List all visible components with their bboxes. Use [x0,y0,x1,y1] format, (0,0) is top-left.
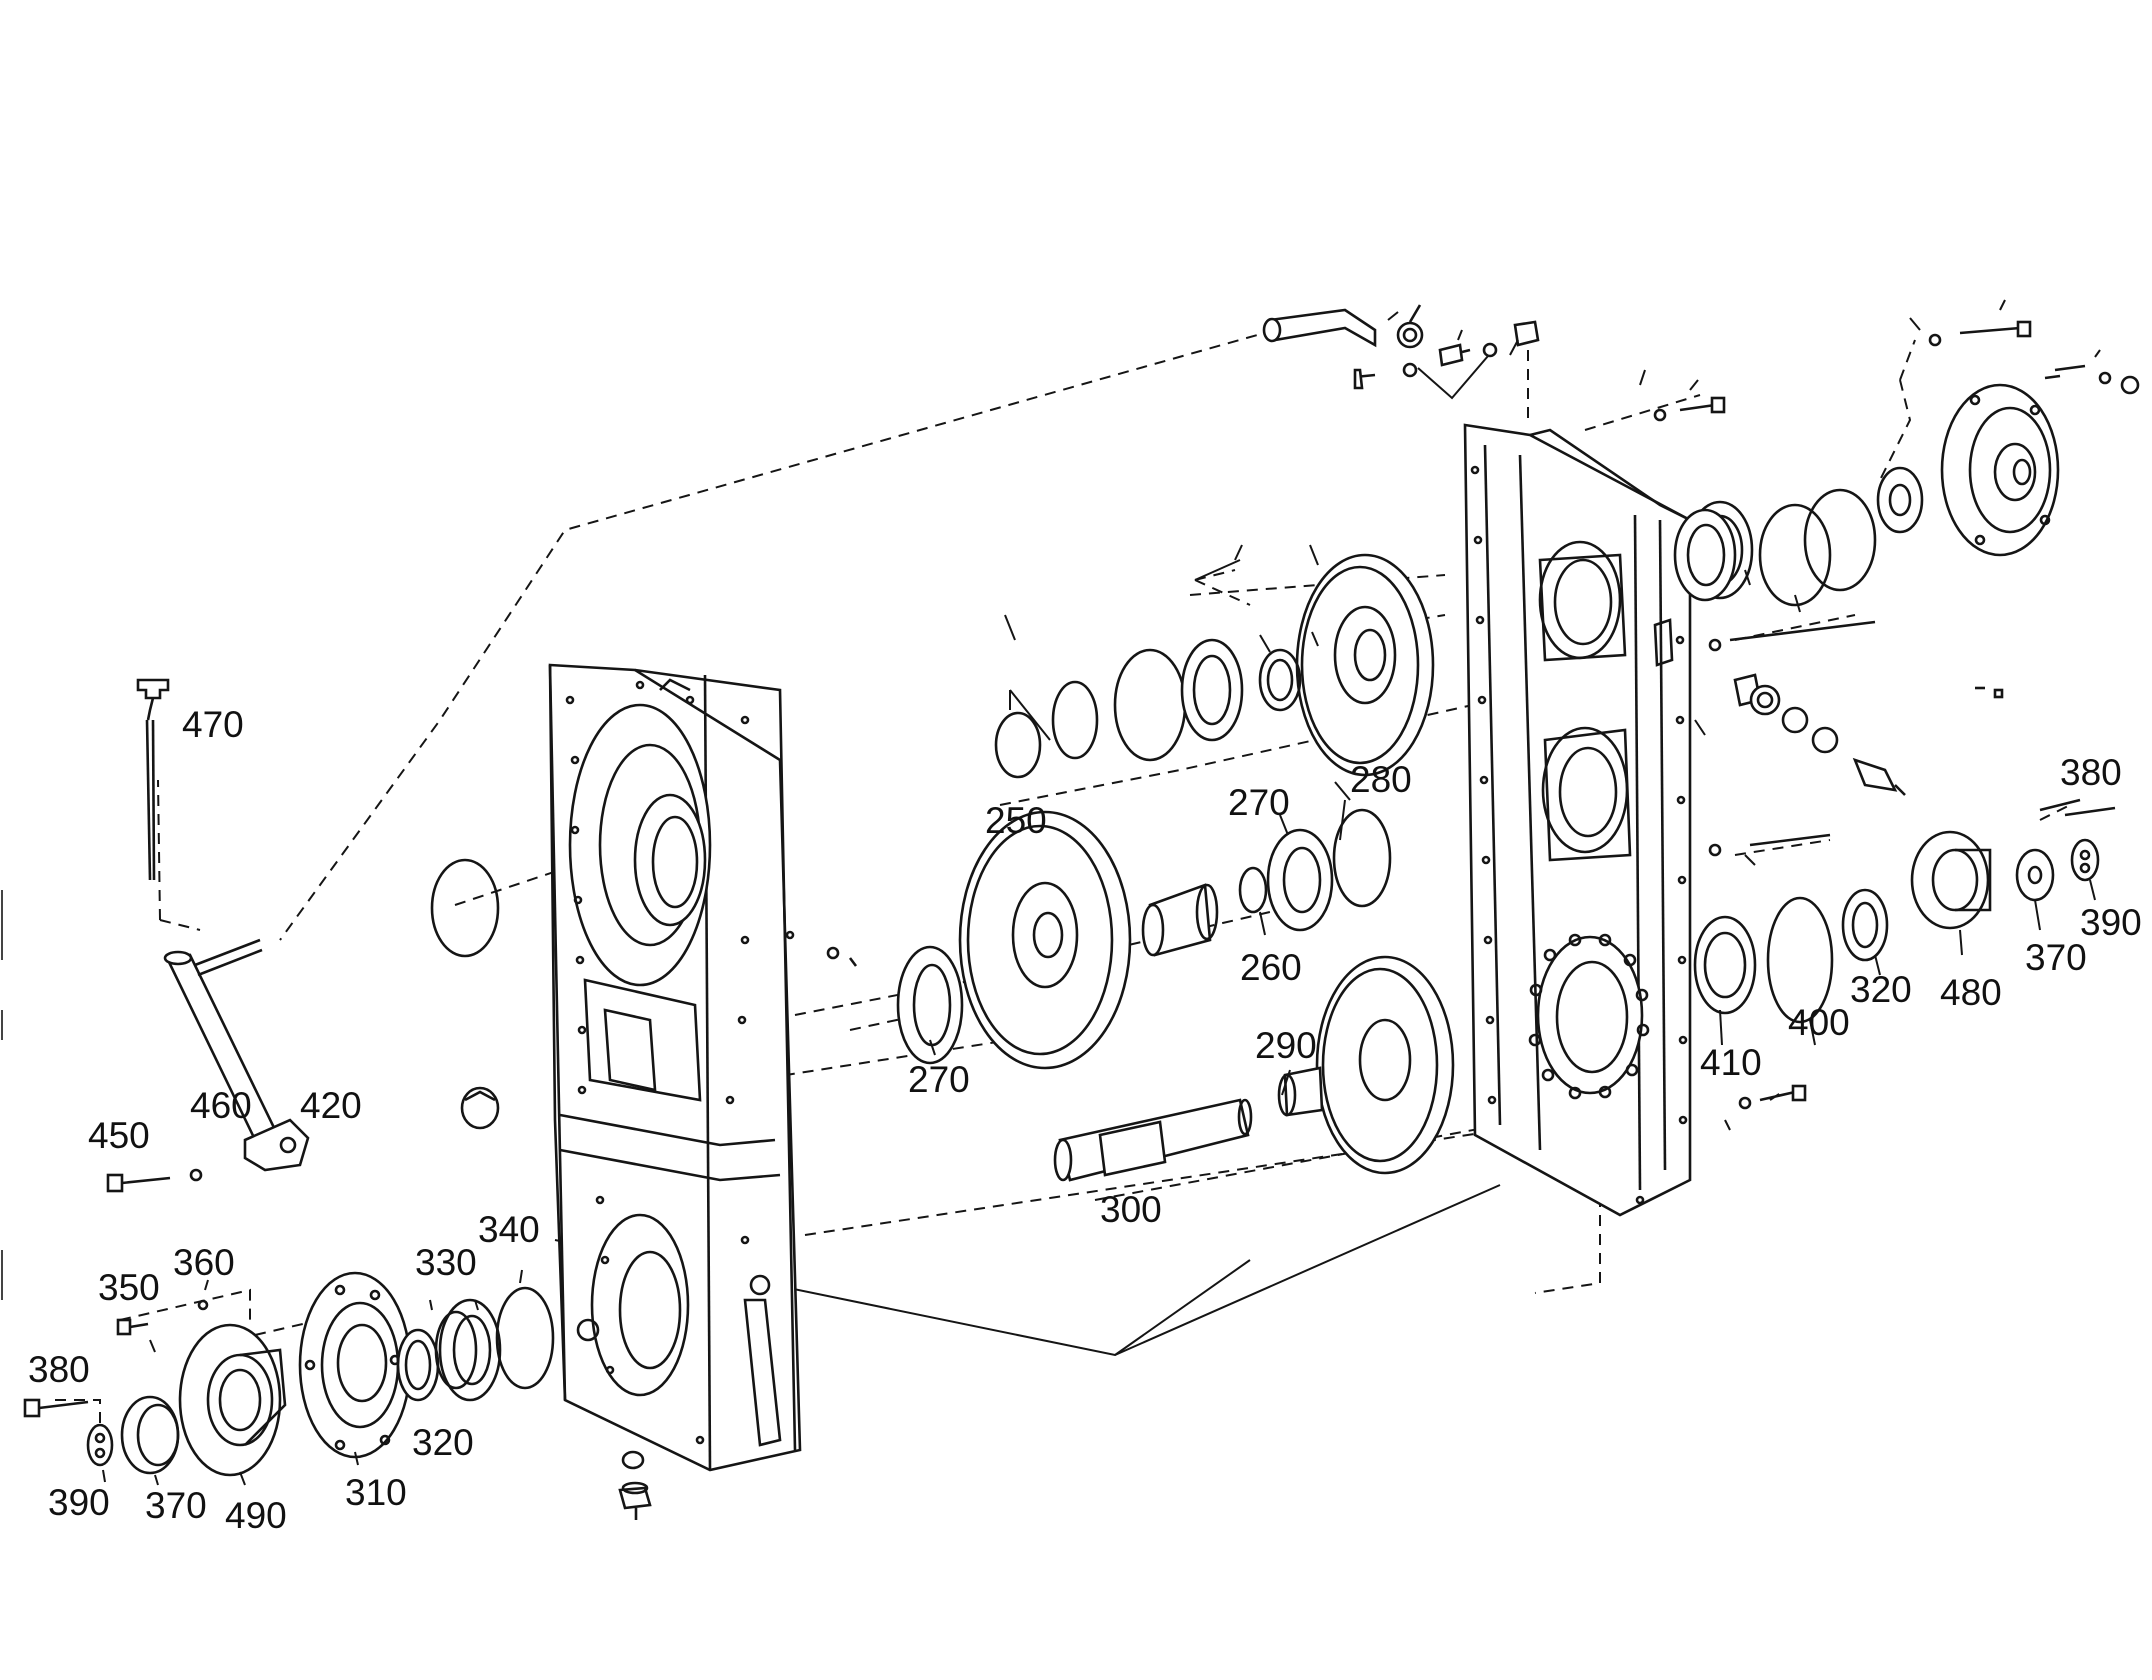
label-250: 250 [985,800,1047,841]
label-470: 470 [182,704,244,745]
part-labels: 470 420 460 450 350 360 380 390 370 490 … [28,704,2142,1536]
right-gear-frame [1463,423,1692,1217]
label-380-left: 380 [28,1349,90,1390]
label-310: 310 [345,1472,407,1513]
bolt-350 [116,1299,209,1336]
circlip-340 [495,1286,555,1390]
dipstick-470 [136,678,170,881]
spacer-sleeve [1141,883,1219,957]
drain-plug [618,1450,652,1520]
label-390-right: 390 [2080,902,2142,943]
bolt-380-left [23,1398,89,1418]
sensor-and-plug-group [1733,673,2004,796]
plug-cap [460,1086,500,1130]
bolt-380-right [2064,806,2116,817]
left-gear-housing [548,663,802,1472]
label-270-lower: 270 [908,1059,970,1100]
right-upper-bearing-group [1673,383,2060,607]
bearing-330 [434,1298,502,1402]
small-bolt-washer-mid [785,930,858,967]
label-380-right: 380 [2060,752,2122,793]
label-410: 410 [1700,1042,1762,1083]
oil-o-ring [430,858,500,958]
lock-plate-390-left [86,1423,114,1467]
label-400: 400 [1788,1002,1850,1043]
bearing-and-rings-260-270-280 [1238,808,1392,932]
cover-310 [298,1271,412,1459]
label-390-left: 390 [48,1482,110,1523]
label-300: 300 [1100,1189,1162,1230]
fill-pipe-420 [163,938,310,1172]
center-gear-250 [958,810,1132,1070]
label-350: 350 [98,1267,160,1308]
label-370-right: 370 [2025,937,2087,978]
label-ticks [102,299,2101,1486]
top-right-gear [1295,553,1435,777]
lower-gear [1315,955,1455,1175]
label-320-left: 320 [412,1422,474,1463]
label-370-left: 370 [145,1485,207,1526]
label-340: 340 [478,1209,540,1250]
label-460: 460 [190,1085,252,1126]
cap-370-left [120,1395,180,1475]
label-360: 360 [173,1242,235,1283]
label-450: 450 [88,1115,150,1156]
label-260: 260 [1240,947,1302,988]
label-420: 420 [300,1085,362,1126]
label-290: 290 [1255,1025,1317,1066]
label-270-upper: 270 [1228,782,1290,823]
label-480: 480 [1940,972,2002,1013]
right-lower-bearing-group [1693,798,2100,1024]
needle-bearing-290 [1277,1066,1324,1117]
label-490: 490 [225,1495,287,1536]
seal-320-left [396,1328,440,1402]
flange-490 [178,1323,287,1477]
bolt-450 [106,1168,203,1193]
label-280: 280 [1350,759,1412,800]
center-bearing-270 [896,945,964,1065]
breather-pipe [1262,304,1540,400]
upper-seal-rings [994,638,1302,779]
top-bolts-and-washers [1653,320,2140,1110]
label-330: 330 [415,1242,477,1283]
splined-shaft-300 [1053,1098,1253,1182]
label-320-right: 320 [1850,969,1912,1010]
